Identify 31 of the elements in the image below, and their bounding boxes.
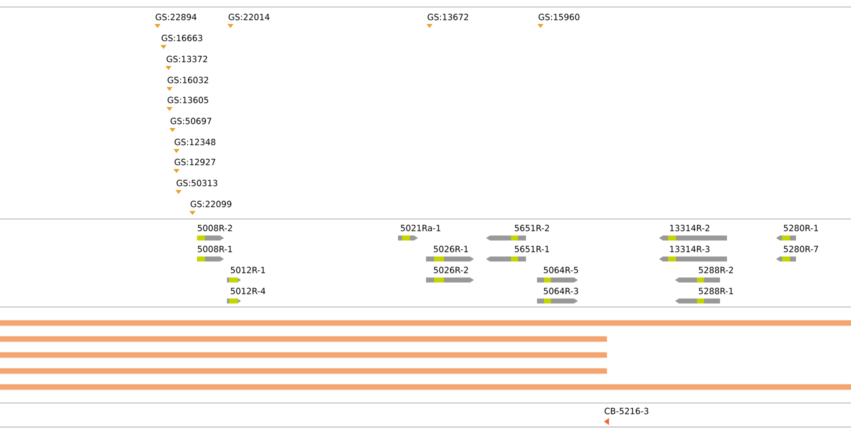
track-label: 5021Ra-1 xyxy=(400,224,440,232)
track-label: 5064R-5 xyxy=(544,266,578,274)
track-label: GS:22894 xyxy=(156,14,196,20)
track-label: 5651R-1 xyxy=(514,246,549,252)
track-label: GS:16032 xyxy=(168,76,208,84)
track-label: CB-5216-3 xyxy=(604,408,648,414)
track-label: 5280R-1 xyxy=(784,224,818,232)
track-label: GS:12348 xyxy=(174,138,216,146)
track-label: 13314R-2 xyxy=(670,224,710,232)
track-label: 5008R-1 xyxy=(198,246,232,252)
track-label: GS:50697 xyxy=(170,118,212,124)
track-label: 5012R-1 xyxy=(230,266,265,274)
track-label: GS:13372 xyxy=(166,56,208,62)
track-label: GS:15960 xyxy=(538,14,580,20)
track-label: 5651R-2 xyxy=(514,224,549,232)
track-label: GS:22099 xyxy=(190,200,232,208)
track-label: 5026R-2 xyxy=(434,266,468,274)
track-label: GS:50313 xyxy=(176,180,218,186)
track-label: GS:16663 xyxy=(162,34,202,42)
track-label: GS:13605 xyxy=(168,96,208,104)
track-label: 5012R-4 xyxy=(230,288,266,294)
track-label: 5288R-1 xyxy=(698,288,733,294)
track-label: GS:13672 xyxy=(428,14,468,20)
track-label: 5280R-7 xyxy=(784,246,818,252)
track-label: GS:12927 xyxy=(174,158,216,166)
track-label: GS:22014 xyxy=(228,14,270,20)
track-label: 5008R-2 xyxy=(198,224,232,232)
track-label: 5288R-2 xyxy=(698,266,733,274)
track-label: 5064R-3 xyxy=(544,288,578,294)
track-label: 13314R-3 xyxy=(670,246,710,252)
track-label: 5026R-1 xyxy=(434,246,468,252)
